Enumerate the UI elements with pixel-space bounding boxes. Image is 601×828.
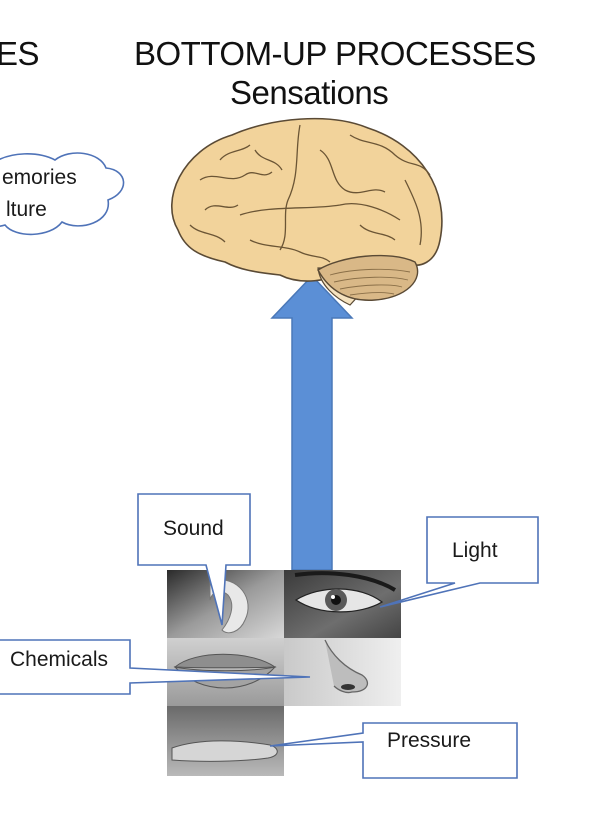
left-title-fragment: ES <box>0 35 40 72</box>
diagram-subtitle: Sensations <box>230 74 389 111</box>
sound-label: Sound <box>163 517 224 540</box>
pressure-label: Pressure <box>387 729 472 752</box>
brain-illustration <box>171 117 443 306</box>
pressure-callout <box>269 722 518 779</box>
chemicals-callout <box>0 639 311 695</box>
diagram-title: BOTTOM-UP PROCESSES <box>134 35 536 72</box>
light-callout <box>379 516 539 608</box>
mouth-photo <box>167 638 284 706</box>
hand-photo <box>167 706 284 776</box>
eye-photo <box>284 570 401 638</box>
sound-callout <box>137 493 251 626</box>
cloud-text-line2: lture <box>6 198 47 221</box>
nose-photo <box>284 638 401 706</box>
cloud-text-line1: emories <box>2 166 77 189</box>
bottom-up-arrow <box>270 274 354 571</box>
light-label: Light <box>452 539 498 562</box>
memories-culture-cloud <box>0 152 125 236</box>
chemicals-label: Chemicals <box>10 648 109 671</box>
